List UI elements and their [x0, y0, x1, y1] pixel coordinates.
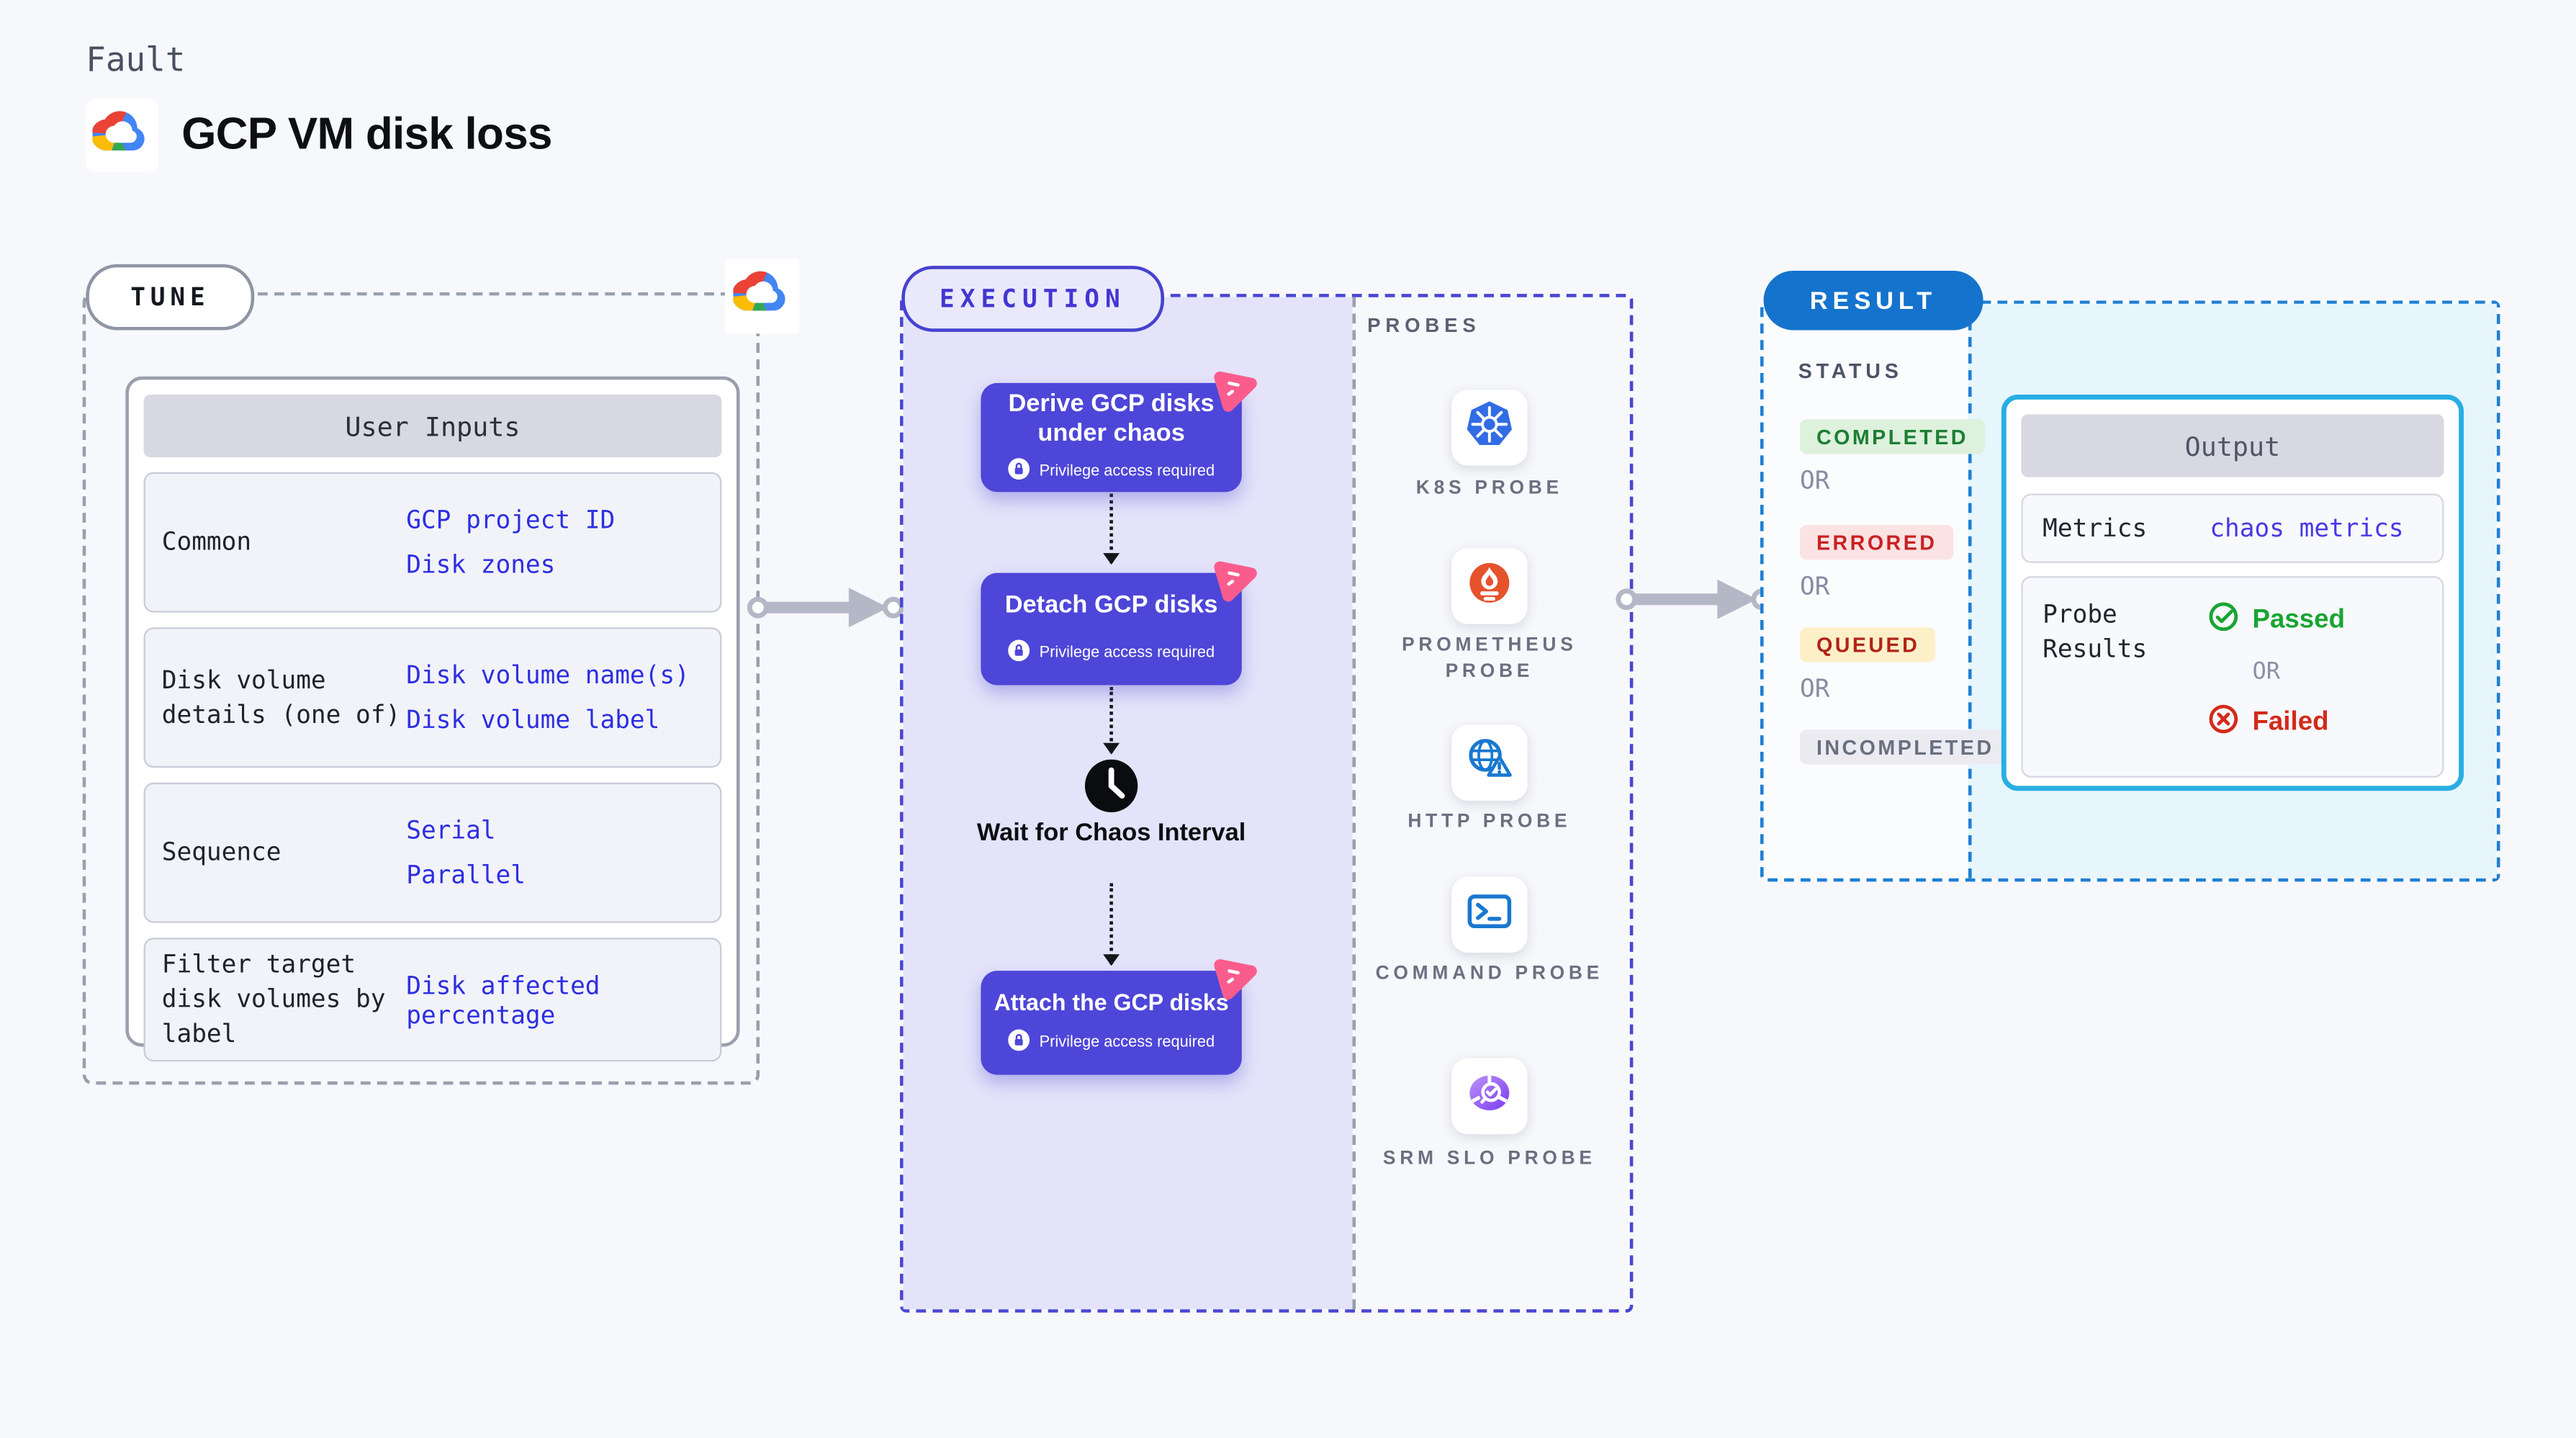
input-value: Disk volume name(s): [406, 660, 690, 691]
step-title: Derive GCP disks under chaos: [1008, 389, 1215, 447]
failed-label: Failed: [2252, 708, 2329, 737]
probe-name: HTTP PROBE: [1408, 812, 1572, 832]
passed-label: Passed: [2252, 606, 2346, 634]
page-title: GCP VM disk loss: [181, 109, 552, 159]
or-label: OR: [2252, 658, 2281, 686]
gcp-logo-tile: [86, 99, 159, 172]
probe-name: SRM SLO PROBE: [1382, 1149, 1596, 1169]
step-derive-gcp-disks: Derive GCP disks under chaos Privilege a…: [981, 371, 1257, 493]
kubernetes-icon: [1464, 399, 1514, 457]
result-section: RESULT STATUS COMPLETED OR ERRORED OR QU…: [1760, 271, 2500, 882]
input-value: Disk zones: [406, 549, 556, 580]
status-output-divider: [1968, 303, 1972, 878]
status-badge-queued: QUEUED: [1800, 627, 1937, 662]
clock-icon: [1084, 758, 1140, 822]
probe-results-label: Probe Results: [2043, 599, 2148, 664]
user-inputs-card: User Inputs Common GCP project ID Disk z…: [125, 376, 740, 1062]
probe-name: COMMAND PROBE: [1375, 963, 1603, 984]
srm-slo-icon: [1464, 1069, 1514, 1124]
privilege-label: Privilege access required: [1039, 1033, 1215, 1053]
execution-section: EXECUTION Derive GCP disks under chaos: [900, 266, 1634, 1313]
input-row-label: Filter target disk volumes by label: [161, 949, 386, 1048]
gcp-corner-tile: [724, 259, 800, 334]
input-value: Serial: [406, 815, 496, 845]
privilege-label: Privilege access required: [1039, 644, 1215, 663]
flow-arrow-tune-to-execution: [743, 585, 908, 631]
input-value: Parallel: [406, 860, 526, 890]
probe-results-row: Probe Results Passed OR: [2021, 576, 2444, 778]
or-label: OR: [1800, 465, 1830, 495]
input-value: Disk volume label: [406, 705, 660, 735]
or-label: OR: [1800, 673, 1830, 704]
probe-name: K8S PROBE: [1415, 478, 1563, 499]
step-detach-gcp-disks: Detach GCP disks Privilege access requir…: [981, 561, 1257, 686]
input-row-common: Common GCP project ID Disk zones: [143, 472, 722, 613]
fault-eyebrow: Fault: [86, 40, 186, 80]
user-inputs-header: User Inputs: [143, 394, 722, 458]
probe-tile-command: [1451, 876, 1528, 953]
input-row-sequence: Sequence Serial Parallel: [143, 782, 722, 923]
input-value: Disk affected percentage: [406, 970, 600, 1030]
tune-section: TUNE User Inputs Common: [82, 259, 800, 1085]
probe-tile-srm-slo: [1451, 1058, 1528, 1135]
lock-icon: [1008, 1029, 1031, 1057]
input-row-label: Disk volume details (one of): [161, 664, 401, 729]
input-row-filter-label: Filter target disk volumes by label Disk…: [143, 938, 722, 1062]
dotted-connector: [1103, 493, 1120, 565]
privilege-label: Privilege access required: [1039, 462, 1215, 481]
probe-tile-k8s: [1451, 390, 1528, 466]
metrics-row: Metrics chaos metrics: [2021, 493, 2444, 563]
gcp-cloud-icon: [91, 108, 152, 163]
input-row-disk-volume-details: Disk volume details (one of) Disk volume…: [143, 627, 722, 768]
tune-pill: TUNE: [86, 264, 255, 331]
or-label: OR: [1800, 571, 1830, 601]
status-label: STATUS: [1798, 359, 1903, 383]
result-pill: RESULT: [1763, 271, 1983, 331]
step-title: Detach GCP disks: [1004, 590, 1218, 619]
execution-pill: EXECUTION: [901, 266, 1164, 332]
step-attach-gcp-disks: Attach the GCP disks Privilege access re…: [981, 959, 1257, 1075]
probe-tile-prometheus: [1451, 548, 1528, 624]
metrics-value: chaos metrics: [2210, 513, 2404, 544]
chaos-fault-icon: [1207, 551, 1264, 605]
lock-icon: [1008, 639, 1031, 668]
status-badge-incompleted: INCOMPLETED: [1800, 729, 2011, 765]
input-value: GCP project ID: [406, 505, 616, 535]
status-badge-completed: COMPLETED: [1800, 419, 1985, 454]
dotted-connector: [1103, 686, 1120, 755]
flow-arrow-probes-to-result: [1612, 576, 1777, 622]
probe-name: PROMETHEUS PROBE: [1402, 635, 1577, 683]
probes-label: PROBES: [1367, 313, 1481, 337]
wait-step-title: Wait for Chaos Interval: [976, 819, 1246, 848]
input-row-label: Sequence: [161, 837, 282, 867]
x-circle-icon: [2208, 704, 2240, 743]
dotted-connector: [1103, 883, 1120, 966]
chaos-fault-icon: [1207, 361, 1264, 415]
chaos-fault-icon: [1207, 948, 1264, 1002]
http-globe-warning-icon: [1464, 735, 1514, 790]
execution-probes-divider: [1352, 297, 1356, 1310]
gcp-cloud-icon: [731, 269, 792, 324]
check-circle-icon: [2208, 601, 2240, 641]
metrics-label: Metrics: [2043, 513, 2148, 544]
lock-icon: [1008, 458, 1031, 486]
prometheus-icon: [1464, 559, 1514, 614]
status-badge-errored: ERRORED: [1800, 525, 1954, 560]
output-card: Output Metrics chaos metrics Probe Resul…: [2001, 394, 2464, 791]
step-title: Attach the GCP disks: [994, 988, 1229, 1015]
probe-tile-http: [1451, 724, 1528, 801]
terminal-icon: [1464, 889, 1514, 940]
output-header: Output: [2021, 414, 2444, 477]
input-row-label: Common: [161, 526, 252, 557]
